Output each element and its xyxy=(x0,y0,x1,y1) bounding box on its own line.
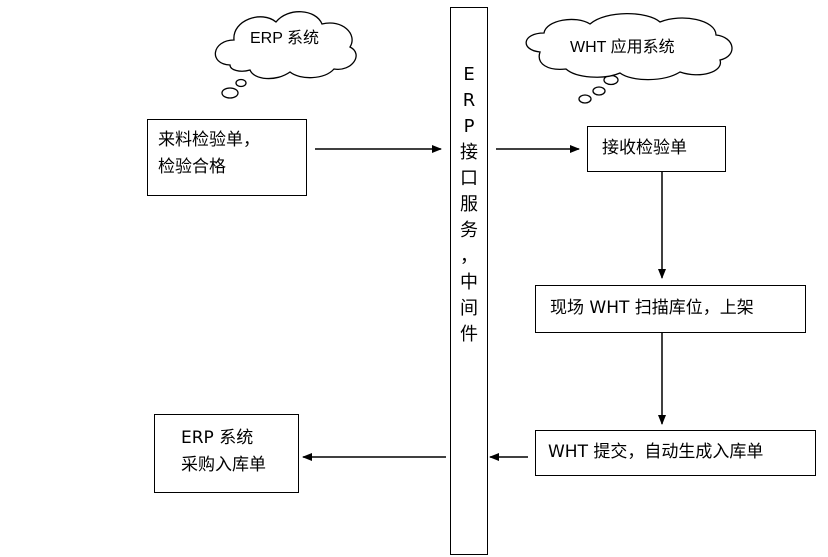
submit-label: WHT 提交，自动生成入库单 xyxy=(548,442,764,462)
incoming-inspection-line1: 来料检验单， xyxy=(158,130,260,150)
wht-cloud-label: WHT 应用系统 xyxy=(570,39,675,56)
middleware-label-char: ， xyxy=(460,246,478,267)
erp-cloud-label: ERP 系统 xyxy=(250,30,320,47)
erp-purchase-receipt-box: ERP 系统 采购入库单 xyxy=(154,414,299,493)
incoming-inspection-line2: 检验合格 xyxy=(158,157,226,177)
receive-inspection-label: 接收检验单 xyxy=(602,138,687,158)
submit-box: WHT 提交，自动生成入库单 xyxy=(535,430,816,476)
scan-shelve-label: 现场 WHT 扫描库位，上架 xyxy=(550,298,754,318)
erp-cloud xyxy=(214,11,357,99)
middleware-label-char: 件 xyxy=(460,324,478,345)
middleware-label-char: 中 xyxy=(460,272,478,293)
middleware-label-char: 接 xyxy=(460,142,478,163)
incoming-inspection-box: 来料检验单， 检验合格 xyxy=(147,119,307,196)
middleware-label-char: P xyxy=(463,116,475,137)
middleware-label-char: 服 xyxy=(460,194,478,215)
wht-cloud xyxy=(525,13,733,104)
middleware-label-char: R xyxy=(462,90,476,111)
middleware-label-char: 间 xyxy=(460,298,478,319)
receive-inspection-box: 接收检验单 xyxy=(587,126,726,172)
erp-purchase-receipt-line2: 采购入库单 xyxy=(181,455,266,475)
middleware-label-char: 务 xyxy=(460,220,478,241)
middleware-label-char: 口 xyxy=(460,168,478,189)
middleware-label-char: E xyxy=(463,64,475,85)
erp-purchase-receipt-line1: ERP 系统 xyxy=(181,428,254,448)
scan-shelve-box: 现场 WHT 扫描库位，上架 xyxy=(535,285,806,333)
